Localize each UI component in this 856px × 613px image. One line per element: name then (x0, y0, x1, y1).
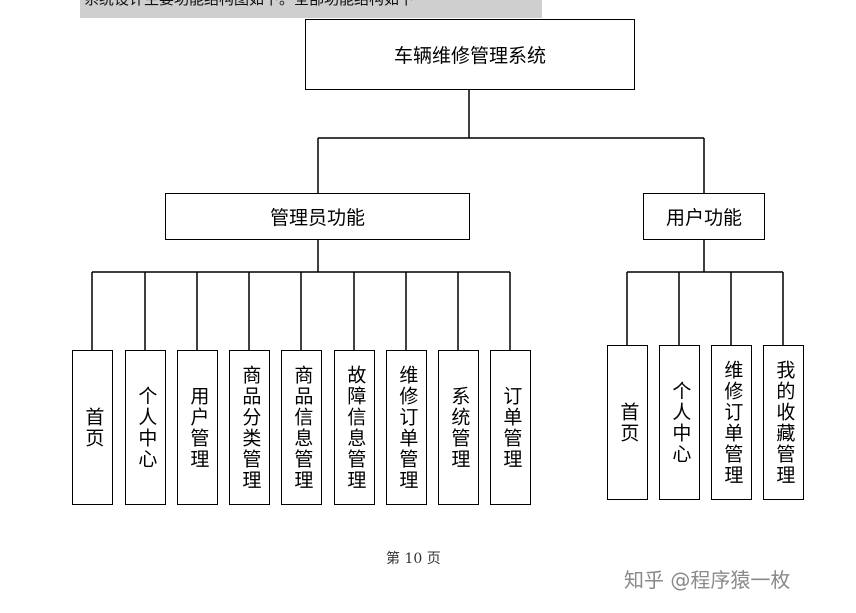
admin-node-personal-center: 个人中心 (125, 350, 166, 505)
admin-node-repair-order-management: 维修订单管理 (386, 350, 427, 505)
admin-node-system-management: 系统管理 (438, 350, 479, 505)
admin-node-label: 商品分类管理 (239, 364, 262, 491)
user-node-home: 首页 (607, 345, 648, 500)
admin-node-product-info-management: 商品信息管理 (281, 350, 322, 505)
admin-node-label: 首页 (82, 406, 105, 449)
admin-node-label: 个人中心 (135, 385, 158, 470)
user-node-favorites-management: 我的收藏管理 (763, 345, 804, 500)
admin-node-order-management: 订单管理 (490, 350, 531, 505)
admin-node-user-management: 用户管理 (177, 350, 218, 505)
user-node-personal-center: 个人中心 (659, 345, 700, 500)
admin-node-label: 维修订单管理 (396, 364, 419, 491)
admin-functions-node: 管理员功能 (165, 193, 470, 240)
admin-functions-label: 管理员功能 (269, 207, 365, 229)
user-node-label: 我的收藏管理 (773, 359, 796, 486)
admin-node-product-category-management: 商品分类管理 (229, 350, 270, 505)
admin-node-label: 系统管理 (448, 385, 471, 470)
admin-node-label: 订单管理 (500, 385, 523, 470)
top-banner-text: 系统设计主要功能结构图如下。全部功能结构如下 (84, 0, 414, 9)
admin-node-label: 用户管理 (187, 385, 210, 470)
admin-node-label: 故障信息管理 (344, 364, 367, 491)
top-banner: 系统设计主要功能结构图如下。全部功能结构如下 (80, 0, 542, 18)
user-functions-label: 用户功能 (665, 207, 742, 229)
admin-node-fault-info-management: 故障信息管理 (334, 350, 375, 505)
root-node-label: 车辆维修管理系统 (393, 45, 546, 67)
user-node-label: 个人中心 (669, 380, 692, 465)
watermark: 知乎 @程序猿一枚 (624, 568, 791, 592)
admin-node-home: 首页 (72, 350, 113, 505)
user-node-label: 维修订单管理 (721, 359, 744, 486)
root-node: 车辆维修管理系统 (305, 19, 635, 90)
admin-node-label: 商品信息管理 (291, 364, 314, 491)
user-node-repair-order-management: 维修订单管理 (711, 345, 752, 500)
page-number: 第 10 页 (386, 551, 441, 567)
user-node-label: 首页 (617, 401, 640, 444)
user-functions-node: 用户功能 (643, 193, 765, 240)
